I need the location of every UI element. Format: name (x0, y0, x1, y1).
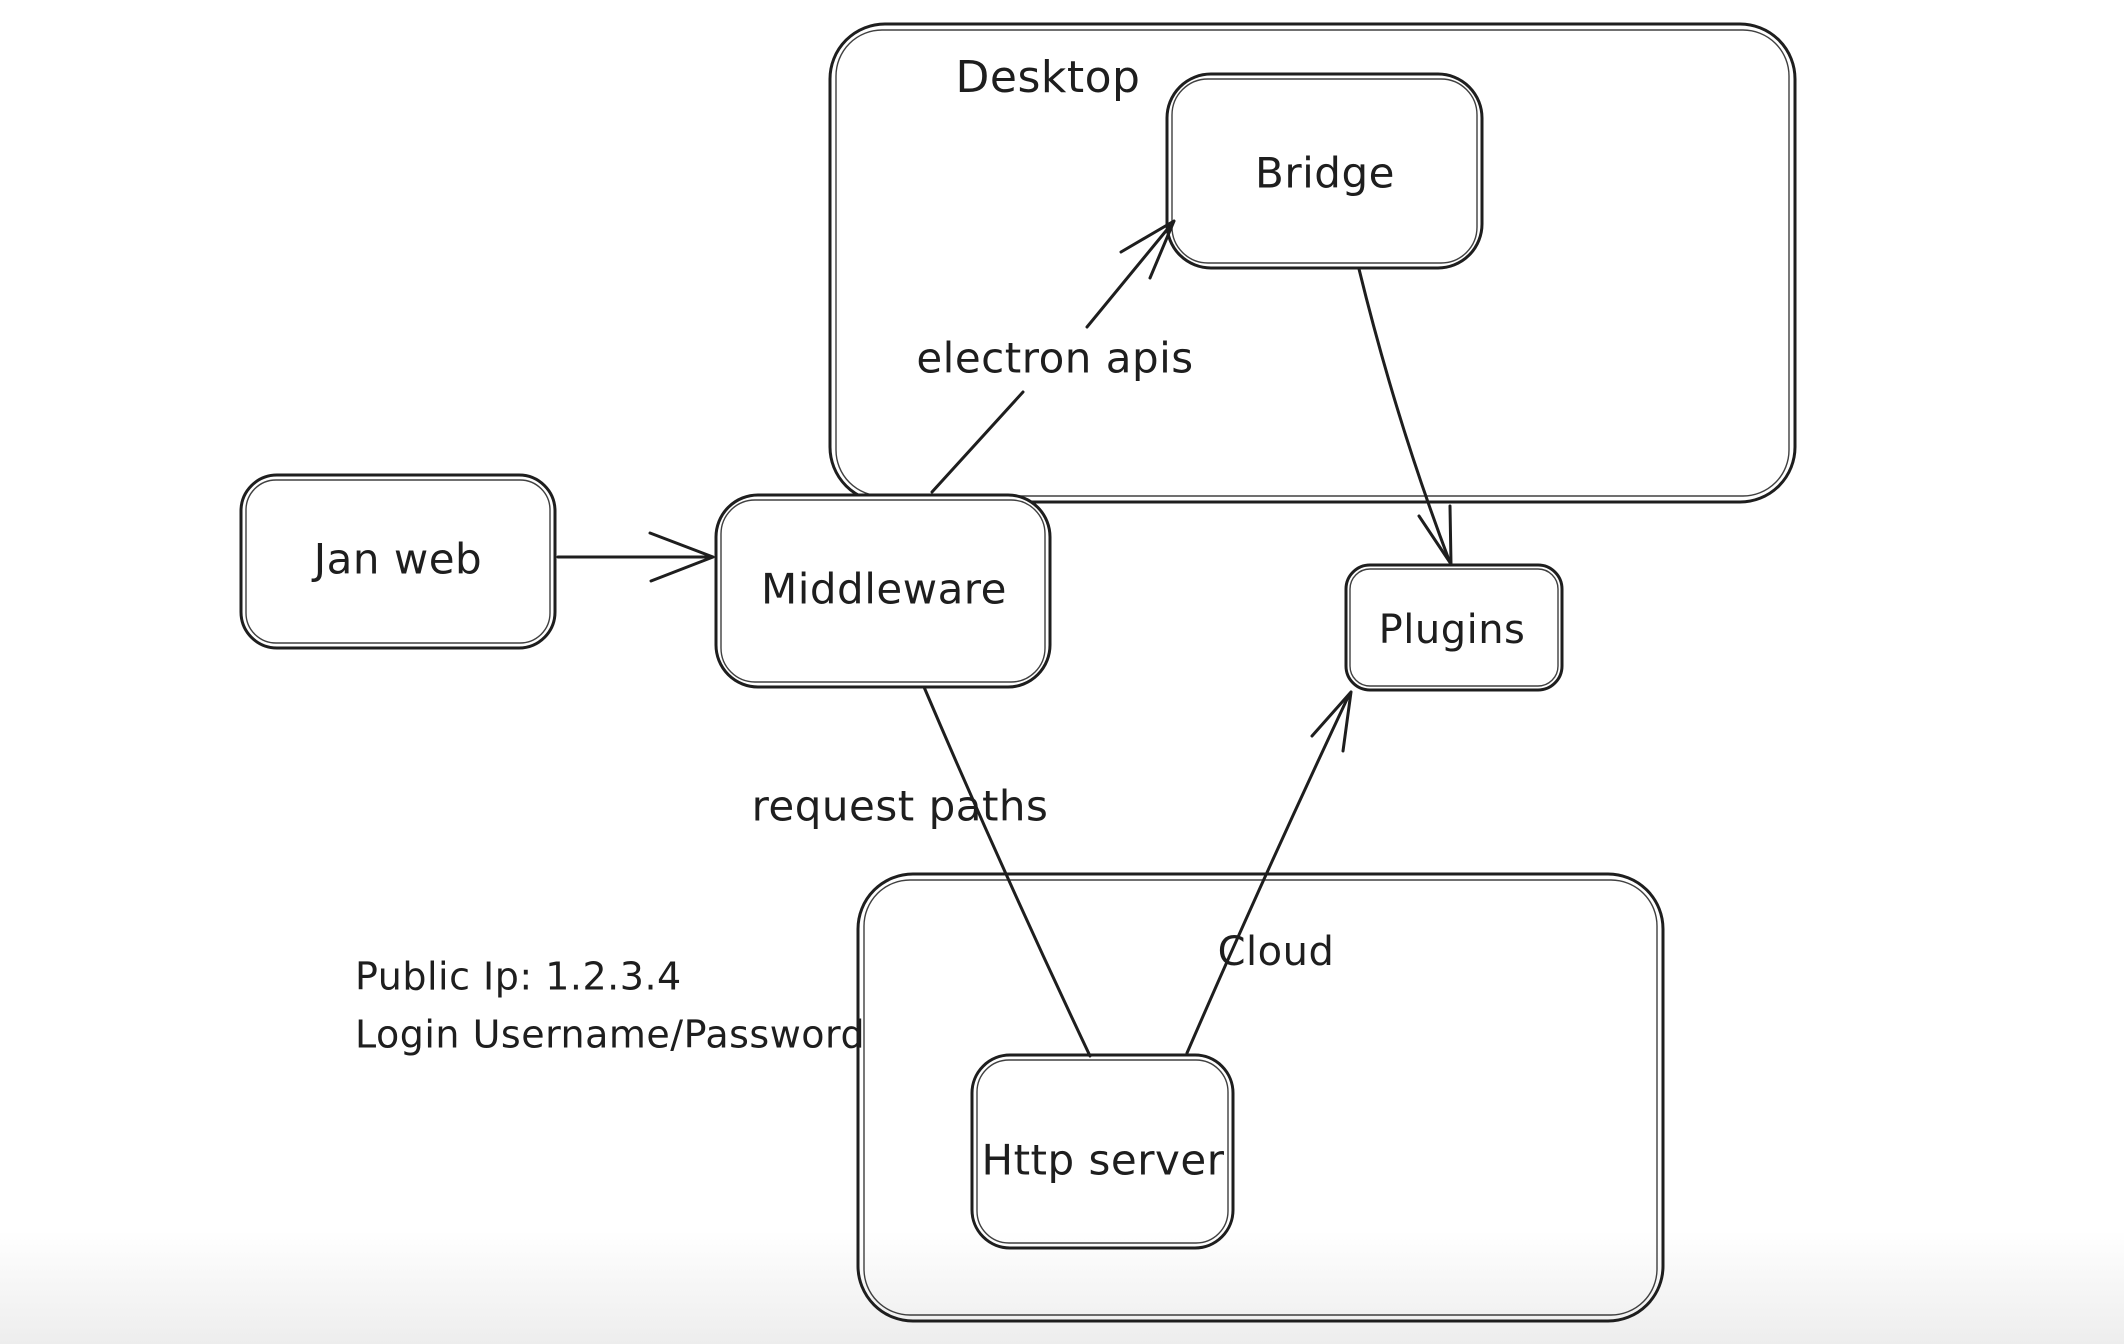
line-middleware-to-http-server[interactable] (922, 685, 1092, 1058)
http-server-node-label: Http server (982, 1136, 1225, 1185)
login-note[interactable]: Login Username/Password (355, 1013, 865, 1057)
bottom-fade-decoration (0, 1230, 2124, 1344)
jan-web-node-overdraw (245, 479, 551, 644)
cloud-container-label: Cloud (1218, 929, 1335, 975)
arrow-middleware-to-bridge-line-upper (1085, 224, 1172, 329)
desktop-container-overdraw (835, 29, 1790, 497)
bridge-node-label: Bridge (1255, 149, 1395, 198)
plugins-node-overdraw (1349, 568, 1559, 687)
middleware-node-overdraw (720, 499, 1046, 683)
desktop-container-label: Desktop (956, 52, 1141, 103)
jan-web-node[interactable] (239, 473, 557, 650)
arrow-middleware-to-bridge[interactable] (930, 219, 1176, 494)
label-layer: Desktop Bridge Jan web Middleware Plugin… (311, 52, 1526, 1185)
bridge-node-shape (1165, 72, 1484, 270)
middleware-node[interactable] (714, 493, 1052, 689)
public-ip-note[interactable]: Public Ip: 1.2.3.4 (355, 955, 682, 999)
middleware-node-shape (714, 493, 1052, 689)
plugins-node-shape (1344, 563, 1564, 692)
edge-layer (556, 219, 1453, 1058)
jan-web-node-label: Jan web (311, 535, 482, 584)
arrow-jan-web-to-middleware-head (648, 531, 715, 583)
arrow-jan-web-to-middleware[interactable] (556, 531, 715, 583)
arrow-middleware-to-bridge-head (1119, 219, 1176, 280)
middleware-node-label: Middleware (761, 565, 1007, 614)
bridge-node[interactable] (1165, 72, 1484, 270)
line-middleware-to-http-server-line (922, 685, 1092, 1058)
http-server-node[interactable] (970, 1053, 1235, 1250)
jan-web-node-shape (239, 473, 557, 650)
plugins-node-label: Plugins (1379, 607, 1526, 653)
arrow-middleware-to-bridge-line-lower (930, 390, 1025, 494)
shape-layer (239, 22, 1797, 1323)
electron-apis-edge-label[interactable]: electron apis (916, 334, 1193, 383)
bridge-node-overdraw (1171, 78, 1478, 264)
arrow-http-server-to-plugins[interactable] (1185, 690, 1353, 1055)
arrow-bridge-to-plugins-line (1357, 267, 1451, 562)
arrow-http-server-to-plugins-line (1185, 695, 1350, 1055)
arrow-bridge-to-plugins[interactable] (1357, 267, 1453, 566)
arrow-bridge-to-plugins-head (1417, 504, 1453, 566)
request-paths-edge-label[interactable]: request paths (752, 782, 1049, 831)
arrow-http-server-to-plugins-head (1310, 690, 1353, 753)
plugins-node[interactable] (1344, 563, 1564, 692)
